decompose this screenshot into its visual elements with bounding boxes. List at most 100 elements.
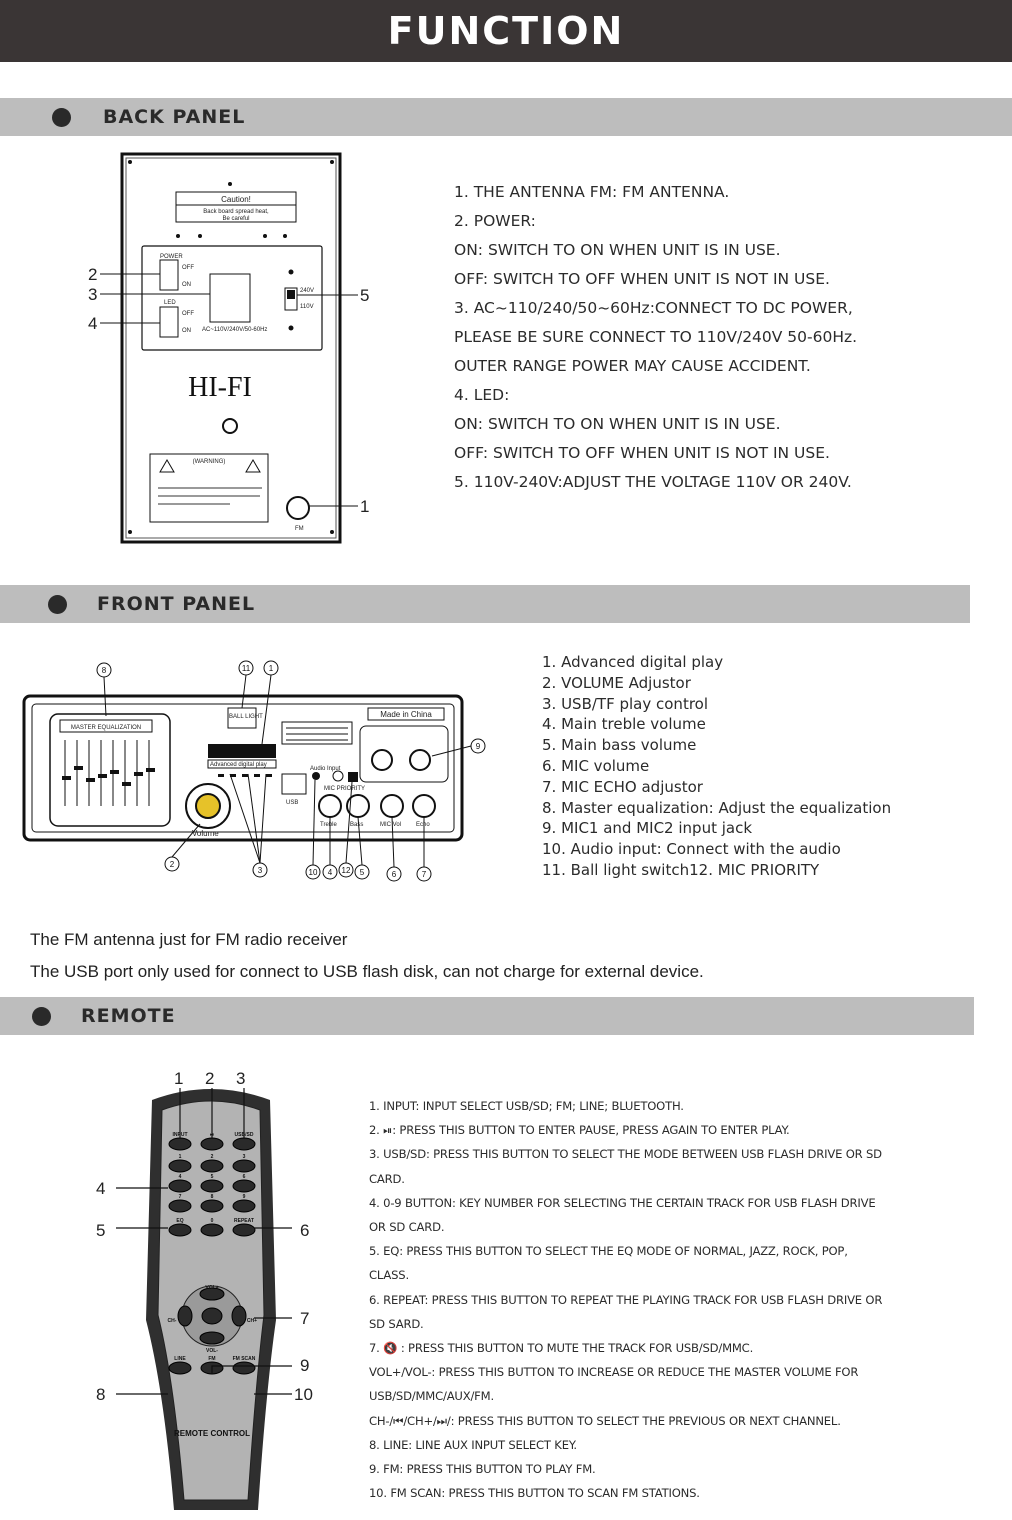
remote-label-digit-4: 4 <box>179 1174 182 1180</box>
list-item: OFF: SWITCH TO OFF WHEN UNIT IS NOT IN U… <box>454 444 830 462</box>
remote-list: 1. INPUT: INPUT SELECT USB/SD; FM; LINE;… <box>369 1094 882 1505</box>
callout-5: 5 <box>360 286 369 305</box>
list-item: 10. FM SCAN: PRESS THIS BUTTON TO SCAN F… <box>369 1486 700 1501</box>
remote-label-vol-plus: VOL+ <box>205 1285 218 1291</box>
power-label: POWER <box>160 254 183 260</box>
front-panel-heading: FRONT PANEL <box>97 593 256 615</box>
callout-4: 4 <box>88 314 97 333</box>
remote-label-ch-plus: CH+ <box>247 1318 257 1324</box>
callout-2: 2 <box>205 1069 214 1088</box>
callout-5: 5 <box>360 868 365 877</box>
remote-section-bar: REMOTE <box>0 997 974 1035</box>
list-item: 5. EQ: PRESS THIS BUTTON TO SELECT THE E… <box>369 1244 848 1259</box>
callout-7: 7 <box>422 870 427 879</box>
list-item: 4. Main treble volume <box>542 715 706 734</box>
callout-8: 8 <box>102 666 107 675</box>
remote-label-digit-5: 5 <box>211 1174 214 1180</box>
list-item: PLEASE BE SURE CONNECT TO 110V/240V 50-6… <box>454 328 858 346</box>
voltage-240-label: 240V <box>300 288 314 294</box>
remote-label-vol-minus: VOL- <box>206 1348 218 1354</box>
list-item: 7. 🔇 : PRESS THIS BUTTON TO MUTE THE TRA… <box>369 1341 754 1356</box>
list-item: 2. POWER: <box>454 212 536 230</box>
caution-text-2: Be careful <box>222 216 249 222</box>
list-item: OUTER RANGE POWER MAY CAUSE ACCIDENT. <box>454 357 811 375</box>
callout-2: 2 <box>88 265 97 284</box>
list-item: USB/SD/MMC/AUX/FM. <box>369 1389 494 1404</box>
remote-label-fm: FM <box>208 1356 215 1362</box>
callout-10: 10 <box>309 868 318 877</box>
callout-3: 3 <box>236 1069 245 1088</box>
back-panel-diagram: Caution! Back board spread heat, Be care… <box>88 152 369 544</box>
list-item: 1. Advanced digital play <box>542 653 724 671</box>
remote-label-digit-9: 9 <box>243 1194 246 1200</box>
list-item: ON: SWITCH TO ON WHEN UNIT IS IN USE. <box>454 241 781 259</box>
list-item: 11. Ball light switch12. MIC PRIORITY <box>542 860 820 879</box>
remote-label-zero: 0 <box>211 1218 214 1224</box>
power-on-label: ON <box>182 282 191 288</box>
callout-1: 1 <box>174 1069 183 1088</box>
warning-label: (WARNING) <box>193 459 226 465</box>
list-item: SD SARD. <box>369 1316 424 1331</box>
list-item: OFF: SWITCH TO OFF WHEN UNIT IS NOT IN U… <box>454 270 830 288</box>
fm-antenna-note: The FM antenna just for FM radio receive… <box>30 930 348 949</box>
page-title-bar: FUNCTION <box>0 0 1012 62</box>
remote-label-digit-7: 7 <box>179 1194 182 1200</box>
remote-label-eq: EQ <box>176 1218 183 1224</box>
remote-label-digit-8: 8 <box>211 1194 214 1200</box>
front-panel-list: 1. Advanced digital play 2. VOLUME Adjus… <box>542 652 891 881</box>
ball-light-label: BALL LIGHT <box>229 714 263 720</box>
remote-label-line: LINE <box>174 1356 186 1362</box>
callout-1: 1 <box>269 664 274 673</box>
callout-6: 6 <box>392 870 397 879</box>
knob-label-bass: Bass <box>350 822 363 828</box>
list-item: 1. INPUT: INPUT SELECT USB/SD; FM; LINE;… <box>369 1099 684 1113</box>
list-item: VOL+/VOL-: PRESS THIS BUTTON TO INCREASE… <box>369 1365 859 1380</box>
remote-label-digit-3: 3 <box>243 1154 246 1160</box>
audio-input-label: Audio Input <box>310 766 341 772</box>
made-in-label: Made in China <box>380 710 432 719</box>
list-item: 2. ⏯: PRESS THIS BUTTON TO ENTER PAUSE, … <box>369 1123 790 1138</box>
front-panel-section-bar: FRONT PANEL <box>0 585 970 623</box>
callout-4: 4 <box>328 868 333 877</box>
caution-text-1: Back board spread heat, <box>203 209 269 215</box>
ac-label: AC~110V/240V/50-60Hz <box>202 327 267 333</box>
callout-2: 2 <box>170 860 175 869</box>
bullet-icon <box>52 107 71 127</box>
callout-9: 9 <box>476 742 481 751</box>
power-off-label: OFF <box>182 265 194 271</box>
list-item: 3. USB/SD: PRESS THIS BUTTON TO SELECT T… <box>369 1147 882 1162</box>
list-item: ON: SWITCH TO ON WHEN UNIT IS IN USE. <box>454 415 781 433</box>
list-item: 4. 0-9 BUTTON: KEY NUMBER FOR SELECTING … <box>369 1195 876 1210</box>
remote-label-fm-scan: FM SCAN <box>233 1356 256 1362</box>
list-item: 9. MIC1 and MIC2 input jack <box>542 819 753 838</box>
list-item: 7. MIC ECHO adjustor <box>542 777 703 796</box>
bullet-icon <box>32 1006 51 1026</box>
remote-brand-label: REMOTE CONTROL <box>174 1429 250 1438</box>
led-on-label: ON <box>182 328 191 334</box>
list-item: 10. Audio input: Connect with the audio <box>542 840 841 859</box>
front-panel-diagram: MASTER EQUALIZATION Volume BALL LIGHT Ad… <box>22 660 486 882</box>
list-item: 6. REPEAT: PRESS THIS BUTTON TO REPEAT T… <box>369 1292 883 1307</box>
list-item: 2. VOLUME Adjustor <box>542 673 691 692</box>
mic-priority-label: MIC PRIORITY <box>324 786 365 792</box>
back-panel-list: 1. THE ANTENNA FM: FM ANTENNA. 2. POWER:… <box>454 178 857 497</box>
callout-3: 3 <box>258 866 263 875</box>
list-item: 5. 110V-240V:ADJUST THE VOLTAGE 110V OR … <box>454 473 852 491</box>
callout-4: 4 <box>96 1179 105 1198</box>
brand-hifi: HI-FI <box>188 372 252 403</box>
remote-control-diagram: INPUT ⏯ USB/SD 1 2 3 4 5 6 7 8 9 EQ 0 RE… <box>96 1069 313 1510</box>
list-item: CARD. <box>369 1171 405 1186</box>
list-item: CLASS. <box>369 1268 409 1283</box>
list-item: 6. MIC volume <box>542 756 650 775</box>
led-off-label: OFF <box>182 311 194 317</box>
usb-label: USB <box>286 800 298 806</box>
list-item: 3. USB/TF play control <box>542 694 709 713</box>
callout-3: 3 <box>88 285 97 304</box>
list-item: 3. AC~110/240/50~60Hz:CONNECT TO DC POWE… <box>454 299 853 317</box>
callout-6: 6 <box>300 1221 309 1240</box>
callout-10: 10 <box>294 1385 313 1404</box>
knob-label-echo: Echo <box>416 822 430 828</box>
remote-label-digit-1: 1 <box>179 1154 182 1160</box>
knob-label-treble: Treble <box>320 822 337 828</box>
list-item: 8. LINE: LINE AUX INPUT SELECT KEY. <box>369 1437 577 1452</box>
